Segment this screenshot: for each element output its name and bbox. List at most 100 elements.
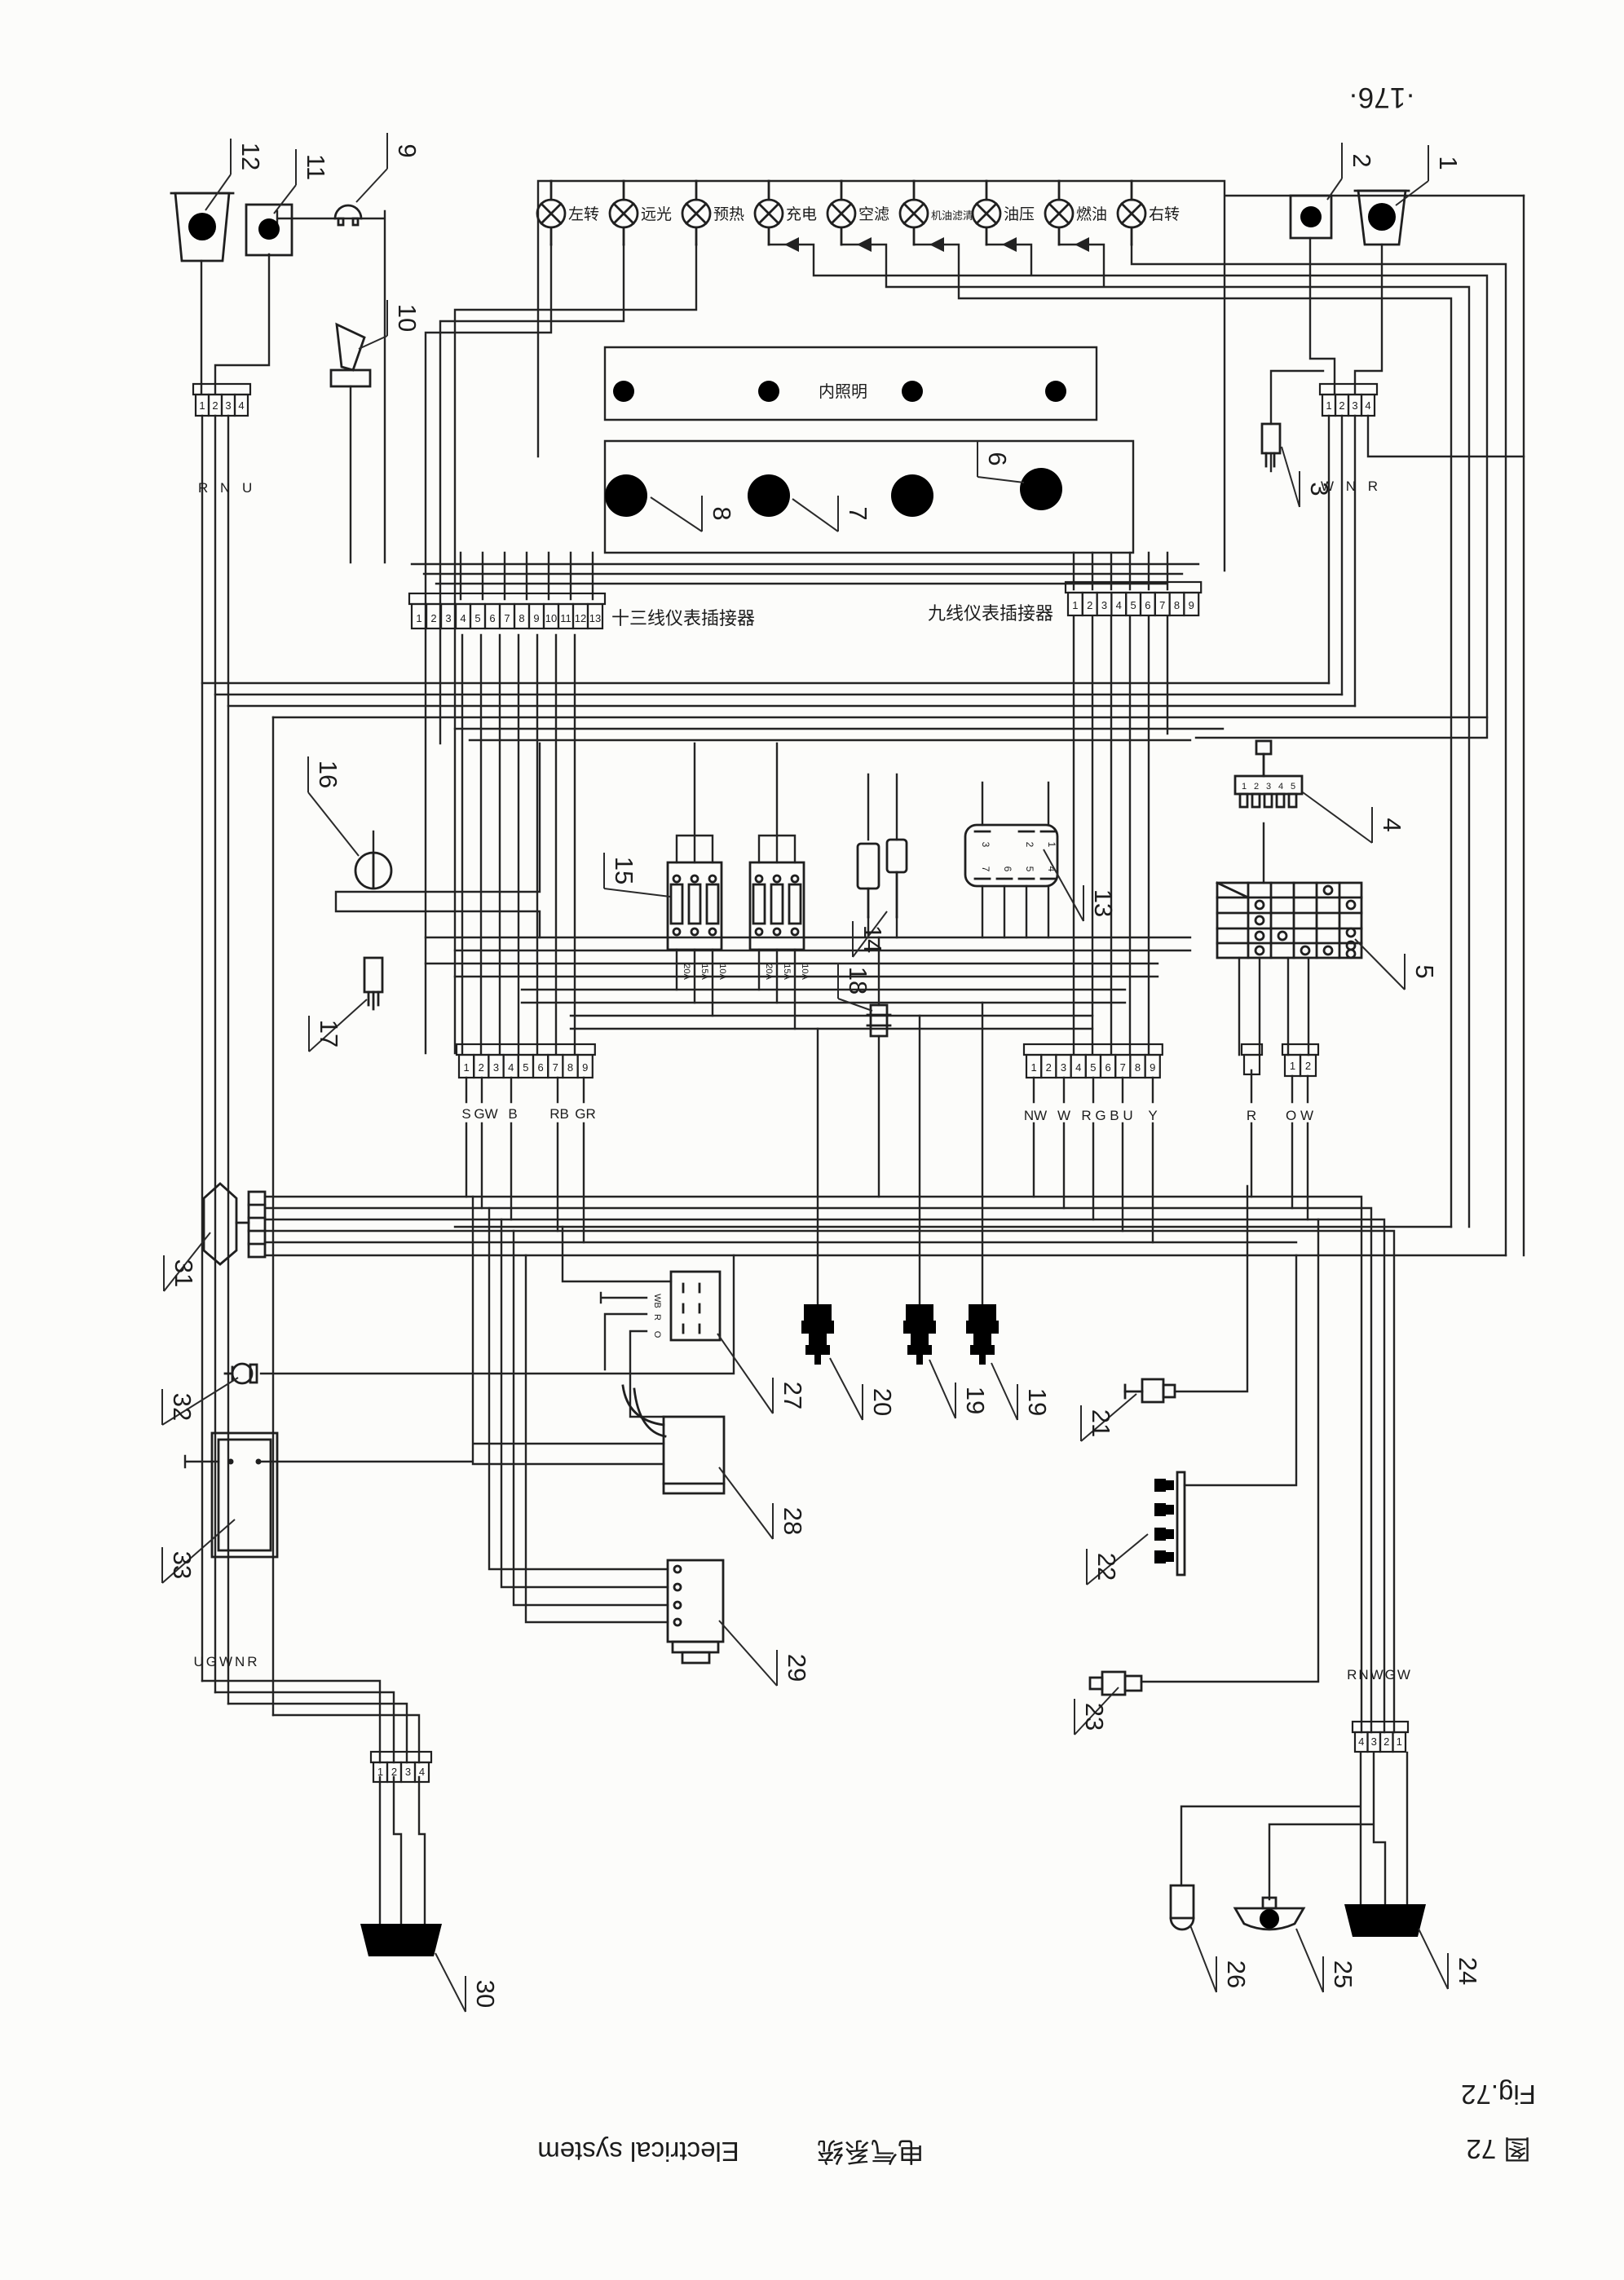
component-12-lamp bbox=[170, 192, 235, 262]
svg-text:8: 8 bbox=[708, 506, 736, 520]
wire-label-rb: RB bbox=[549, 1106, 569, 1122]
wire-label-gr: GR bbox=[575, 1106, 596, 1122]
wire-label-rgbu: R G B U bbox=[1081, 1108, 1132, 1123]
svg-text:19: 19 bbox=[961, 1387, 990, 1414]
svg-text:2: 2 bbox=[212, 399, 218, 412]
pin-label: 4 bbox=[1278, 782, 1283, 792]
svg-text:24: 24 bbox=[1454, 1957, 1482, 1985]
wire-label-s: S bbox=[461, 1106, 470, 1122]
gauge-7 bbox=[748, 474, 790, 517]
component-32-bulb bbox=[223, 1362, 258, 1385]
svg-text:25: 25 bbox=[1329, 1960, 1357, 1988]
svg-text:4: 4 bbox=[1116, 599, 1122, 611]
component-21-plug bbox=[1123, 1378, 1176, 1404]
svg-text:油压: 油压 bbox=[1004, 205, 1035, 223]
wire-label-rnu: R N U bbox=[198, 480, 256, 496]
fuse-rating: 15A bbox=[699, 964, 709, 980]
svg-text:8: 8 bbox=[567, 1061, 573, 1074]
pin-label: 1 bbox=[1046, 842, 1057, 848]
wire-label-wnr: W N R bbox=[1321, 478, 1382, 494]
interior-light-label: 内照明 bbox=[819, 382, 867, 401]
svg-text:2: 2 bbox=[1046, 1061, 1052, 1074]
svg-text:12: 12 bbox=[236, 143, 265, 170]
svg-text:1: 1 bbox=[416, 612, 421, 624]
svg-text:2: 2 bbox=[1339, 399, 1344, 412]
bottom-wiring bbox=[201, 1679, 1409, 1927]
caption-title-cn: 电气系统 bbox=[817, 2137, 925, 2167]
lamp-row-wiring bbox=[424, 194, 1525, 1257]
component-19-sender bbox=[903, 1304, 936, 1369]
component-1-lamp bbox=[1353, 189, 1410, 246]
pin-label: 3 bbox=[1266, 782, 1271, 792]
svg-text:27: 27 bbox=[779, 1382, 807, 1409]
svg-text:6: 6 bbox=[1105, 1061, 1110, 1074]
component-9-dome-lamp bbox=[333, 204, 363, 227]
svg-text:9: 9 bbox=[1150, 1061, 1155, 1074]
svg-text:2: 2 bbox=[479, 1061, 484, 1074]
component-2-lamp bbox=[1289, 194, 1333, 240]
svg-text:机油滤清: 机油滤清 bbox=[931, 209, 973, 222]
component-30-front-lamp-cluster bbox=[360, 1924, 442, 1956]
svg-text:6: 6 bbox=[489, 612, 495, 624]
svg-text:7: 7 bbox=[844, 506, 872, 520]
band-d-e bbox=[263, 936, 1507, 1734]
pin-label: O bbox=[652, 1331, 662, 1338]
svg-text:30: 30 bbox=[471, 1980, 500, 2008]
svg-text:6: 6 bbox=[1145, 599, 1150, 611]
svg-text:26: 26 bbox=[1222, 1960, 1251, 1988]
svg-text:7: 7 bbox=[1159, 599, 1165, 611]
svg-text:3: 3 bbox=[1101, 599, 1107, 611]
component-15-fuse-block-1 bbox=[666, 861, 723, 951]
fuse-rating: 10A bbox=[800, 964, 810, 980]
svg-text:充电: 充电 bbox=[786, 205, 817, 223]
svg-text:29: 29 bbox=[783, 1654, 811, 1682]
svg-text:4: 4 bbox=[1075, 1061, 1081, 1074]
connector-single bbox=[1240, 1043, 1264, 1076]
svg-text:空滤: 空滤 bbox=[858, 205, 889, 223]
hour-meter-6 bbox=[1020, 468, 1062, 510]
wire-label-ow: O W bbox=[1286, 1108, 1313, 1123]
caption-fig-en: Fig.72 bbox=[1461, 2079, 1536, 2110]
pin-label: 4 bbox=[1046, 867, 1057, 872]
svg-text:28: 28 bbox=[779, 1507, 807, 1535]
svg-text:11: 11 bbox=[560, 612, 571, 624]
component-13-connector-block bbox=[964, 823, 1059, 888]
svg-text:9: 9 bbox=[1189, 599, 1194, 611]
svg-text:10: 10 bbox=[545, 612, 557, 624]
svg-text:3: 3 bbox=[493, 1061, 499, 1074]
component-26-dome-lamp bbox=[1169, 1884, 1195, 1931]
svg-text:13: 13 bbox=[589, 612, 601, 624]
wire-label-b: B bbox=[508, 1106, 517, 1122]
svg-text:33: 33 bbox=[168, 1551, 196, 1579]
svg-text:7: 7 bbox=[504, 612, 510, 624]
svg-text:3: 3 bbox=[225, 399, 231, 412]
svg-text:22: 22 bbox=[1092, 1553, 1121, 1581]
pin-label: 1 bbox=[1242, 782, 1247, 792]
svg-text:2: 2 bbox=[430, 612, 436, 624]
svg-text:8: 8 bbox=[1135, 1061, 1141, 1074]
svg-text:5: 5 bbox=[1130, 599, 1136, 611]
pin-label: WB bbox=[652, 1294, 662, 1308]
pin-label: 6 bbox=[1002, 867, 1013, 872]
svg-text:7: 7 bbox=[1120, 1061, 1126, 1074]
wire-network bbox=[183, 179, 1525, 1927]
component-33-regulator bbox=[210, 1431, 279, 1559]
svg-text:4: 4 bbox=[1365, 399, 1370, 412]
svg-text:5: 5 bbox=[474, 612, 480, 624]
page-number: ·176· bbox=[1348, 82, 1415, 113]
wire-label-gw: GW bbox=[474, 1106, 497, 1122]
fuse-relay-wiring bbox=[675, 742, 1310, 1056]
component-28-starter bbox=[621, 1384, 726, 1495]
svg-text:3: 3 bbox=[445, 612, 451, 624]
svg-text:9: 9 bbox=[533, 612, 539, 624]
svg-text:1: 1 bbox=[199, 399, 205, 412]
svg-text:13: 13 bbox=[1089, 889, 1118, 917]
svg-text:5: 5 bbox=[1410, 964, 1439, 978]
svg-text:远光: 远光 bbox=[641, 205, 672, 223]
mid-feeds bbox=[183, 742, 1320, 1683]
component-14-flasher-relay bbox=[856, 838, 908, 919]
